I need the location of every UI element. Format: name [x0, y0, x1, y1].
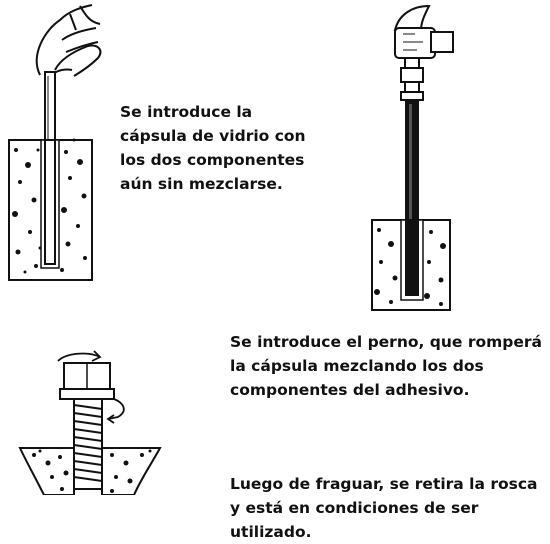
step2-line1: Se introduce el perno, que romperá — [230, 333, 542, 351]
concrete-block-icon — [8, 138, 93, 281]
step3-line3: utilizado. — [230, 523, 312, 541]
anchor-ready-figure — [18, 350, 162, 495]
step3-line2: y está en condiciones de ser — [230, 499, 479, 517]
capsule-insertion-figure — [8, 4, 102, 281]
threaded-rod-icon — [73, 398, 103, 490]
step3-caption: Luego de fraguar, se retira la rosca y e… — [230, 472, 550, 544]
hand-icon — [35, 4, 102, 81]
rotation-arrow-icon — [57, 350, 125, 424]
step1-line2: cápsula de vidrio con — [120, 127, 306, 145]
step3-line1: Luego de fraguar, se retira la rosca — [230, 475, 538, 493]
nut-icon — [59, 362, 115, 400]
bolt-hammering-figure — [371, 4, 454, 311]
step1-caption: Se introduce la cápsula de vidrio con lo… — [120, 100, 310, 196]
step1-line3: los dos componentes — [120, 151, 305, 169]
step1-line1: Se introduce la — [120, 103, 253, 121]
hammer-icon — [393, 4, 454, 59]
concrete-block-icon — [371, 219, 451, 311]
step2-line3: componentes del adhesivo. — [230, 381, 470, 399]
step2-line2: la cápsula mezclando los dos — [230, 357, 484, 375]
step1-line4: aún sin mezclarse. — [120, 175, 283, 193]
ground-icon — [18, 447, 162, 495]
step2-caption: Se introduce el perno, que romperá la cá… — [230, 330, 550, 402]
